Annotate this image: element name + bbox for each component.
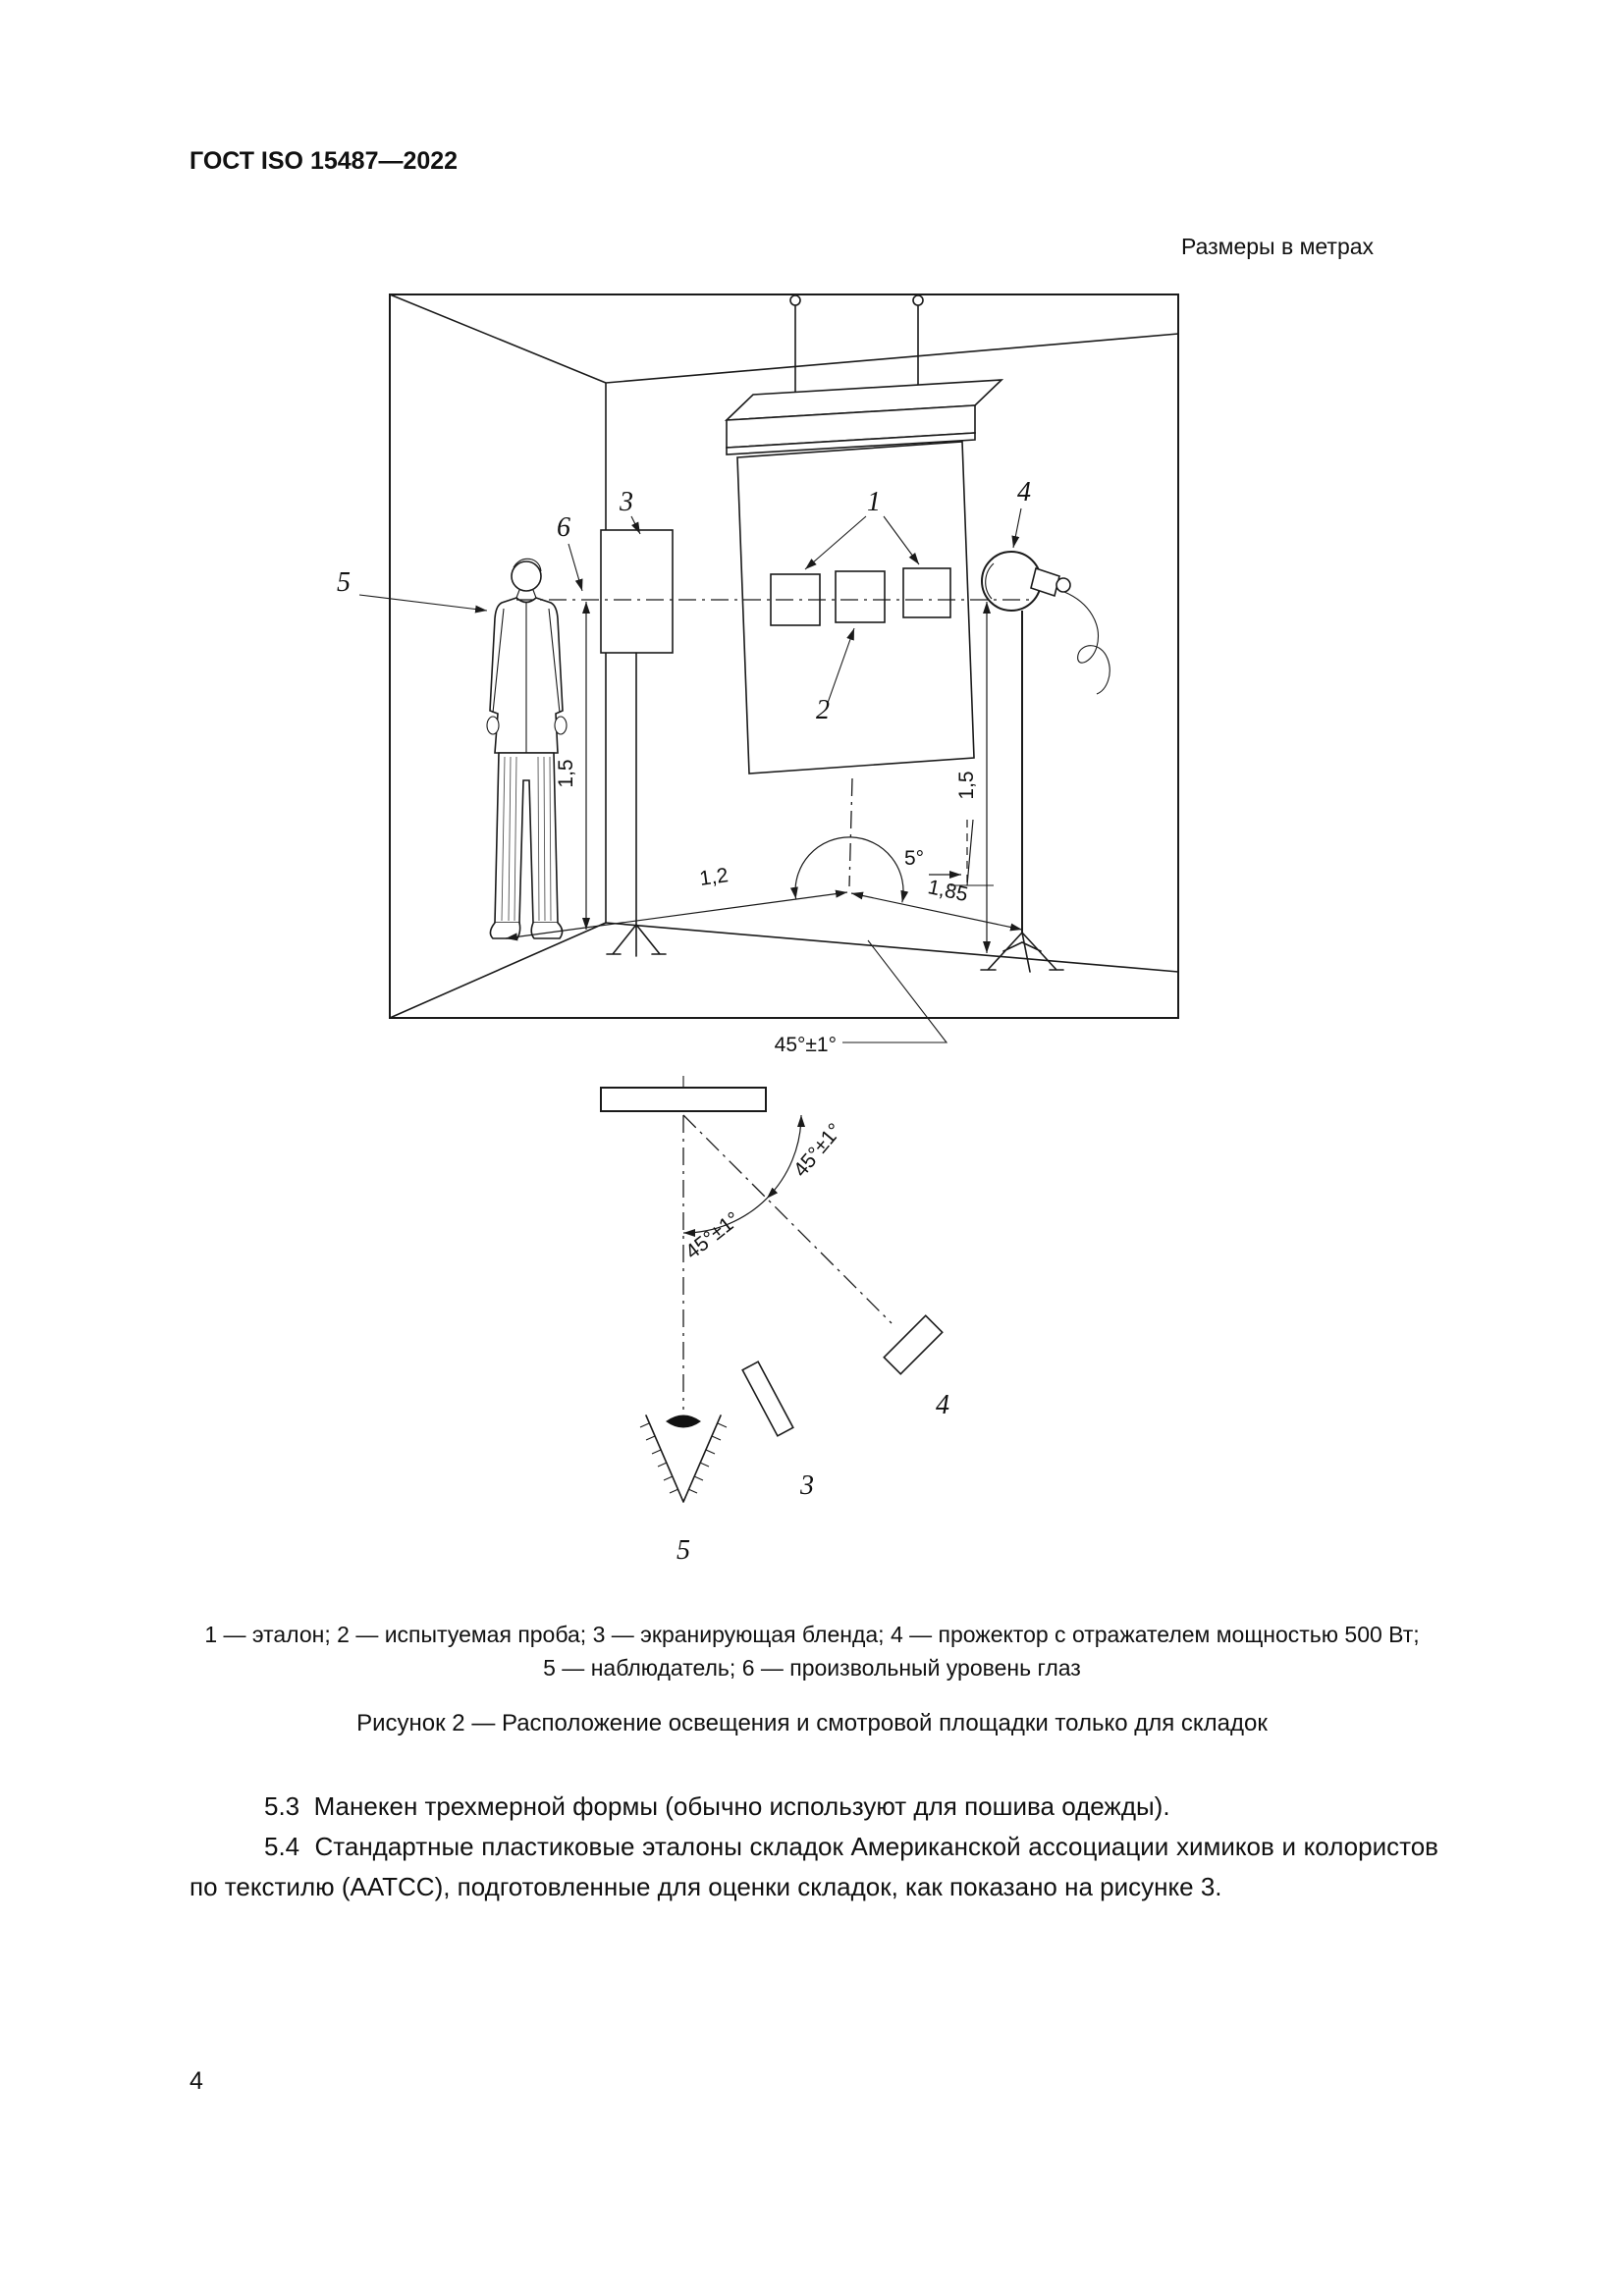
- floor-angle-callout: 45°±1°: [775, 939, 948, 1056]
- specimen-panel: [736, 441, 975, 774]
- eye-lashes: [639, 1422, 728, 1494]
- callout-4: 4: [1017, 477, 1031, 507]
- room-view: 1,5 1,5 1,2 1,85 45°±1°: [337, 294, 1179, 1056]
- screening-blend: [600, 529, 674, 957]
- eye-arms: [645, 1415, 722, 1503]
- paragraph-5-3: 5.3 Манекен трехмерной формы (обычно исп…: [264, 1791, 1170, 1821]
- eye-pupil: [666, 1415, 701, 1428]
- plan-projector: [883, 1314, 944, 1375]
- panel-tilt-detail: 5°: [904, 819, 994, 886]
- dim-eye-height: 1,5: [555, 602, 590, 930]
- plan-screening-blend: [741, 1361, 794, 1437]
- panel-tilt-label: 5°: [904, 847, 924, 870]
- observer-sleeves: [492, 608, 561, 714]
- plan-view: 45°±1° 45°±1° 3 4 5: [600, 1076, 949, 1566]
- blend-board: [600, 529, 674, 654]
- dim-observer-distance-label: 1,2: [698, 864, 730, 890]
- reference-sample-right: [902, 567, 951, 618]
- projector-knob: [1056, 577, 1071, 593]
- observer-head: [511, 561, 542, 592]
- plan-light-line: [682, 1114, 893, 1324]
- figure-caption-line1: 1 — эталон; 2 — испытуемая проба; 3 — эк…: [204, 1622, 1420, 1647]
- units-note: Размеры в метрах: [1181, 234, 1375, 259]
- document-header: ГОСТ ISO 15487—2022: [189, 147, 459, 175]
- plan-callout-3: 3: [799, 1470, 814, 1501]
- projector-cable: [1063, 591, 1110, 695]
- plan-arc-light: [766, 1114, 806, 1200]
- dim-eye-height-label: 1,5: [555, 759, 577, 787]
- lamp-rod-knob-left: [789, 294, 801, 306]
- figure-2-diagram: 1,5 1,5 1,2 1,85 45°±1°: [337, 294, 1179, 1566]
- observer-hand-left: [486, 716, 500, 735]
- figure-caption: 1 — эталон; 2 — испытуемая проба; 3 — эк…: [174, 1618, 1450, 1684]
- floor-angle-label: 45°±1°: [775, 1034, 837, 1056]
- observer-shoe-right: [530, 922, 564, 939]
- plan-specimen-panel: [600, 1087, 767, 1112]
- page-number: 4: [189, 2067, 203, 2095]
- callout-1: 1: [867, 487, 881, 517]
- plan-arc-view: [682, 1198, 768, 1238]
- lamp-lip: [726, 432, 976, 455]
- paragraph-5-4: 5.4 Стандартные пластиковые эталоны скла…: [189, 1832, 1438, 1901]
- trouser-stripes: [501, 756, 552, 922]
- plan-callout-4: 4: [936, 1390, 949, 1420]
- plan-angle-view-label: 45°±1°: [681, 1207, 744, 1263]
- projector-reflector-rim: [985, 562, 995, 600]
- callout-6: 6: [557, 512, 570, 543]
- body-text: 5.3 Манекен трехмерной формы (обычно исп…: [189, 1787, 1438, 1907]
- lamp-rod-knob-right: [912, 294, 924, 306]
- observer-hand-right: [554, 716, 568, 735]
- projector-barrel: [1030, 566, 1060, 598]
- callout-3: 3: [619, 487, 633, 517]
- callout-2: 2: [816, 695, 830, 725]
- callout-5: 5: [337, 567, 351, 598]
- dim-observer-distance: 1,2: [505, 864, 848, 941]
- ceiling-lamp: [724, 294, 1004, 455]
- observer-shoe-left: [489, 922, 521, 939]
- floor-angle-arc: [789, 836, 909, 903]
- plan-callout-5: 5: [677, 1535, 690, 1566]
- projector-tripod: [980, 932, 1064, 973]
- projector: [980, 551, 1110, 973]
- room-callouts: 1 2 3 4 5 6: [337, 477, 1031, 725]
- observer-neck: [515, 589, 537, 599]
- specimen-plumb-line: [848, 777, 853, 887]
- figure-title: Рисунок 2 — Расположение освещения и смо…: [356, 1710, 1268, 1736]
- dim-lamp-height-label: 1,5: [955, 771, 978, 799]
- test-specimen-sample: [835, 570, 886, 623]
- observer-hair: [513, 558, 542, 572]
- plan-observer-eye: [639, 1415, 728, 1503]
- plan-angle-light-label: 45°±1°: [789, 1119, 846, 1181]
- figure-caption-line2: 5 — наблюдатель; 6 — произвольный уровен…: [543, 1655, 1081, 1681]
